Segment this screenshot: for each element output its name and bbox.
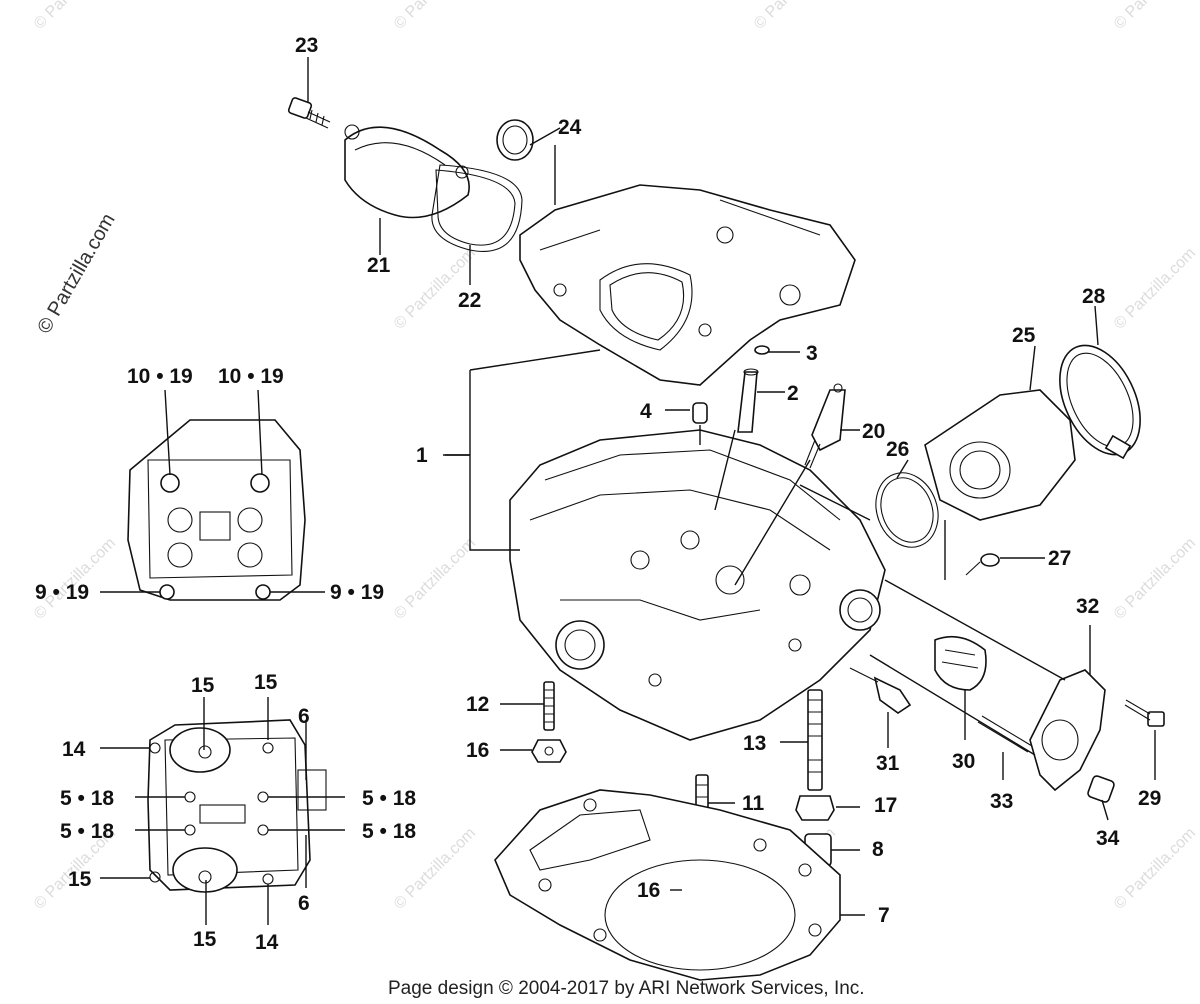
part-29-bolt	[1124, 699, 1165, 727]
callout-16-lower: 16	[637, 879, 660, 902]
watermark: © Partzilla.com	[1111, 535, 1199, 623]
callout-27: 27	[1048, 547, 1071, 570]
callout-3: 3	[806, 342, 818, 365]
callout-5-18-right-1: 5 • 18	[362, 787, 416, 810]
callout-13: 13	[743, 732, 766, 755]
part-4-dowel	[692, 402, 708, 424]
leader-lines	[100, 57, 1156, 925]
callout-10-19-right: 10 • 19	[218, 365, 284, 388]
part-26-o-ring	[875, 472, 939, 548]
part-23-bolt	[287, 97, 331, 129]
part-13-stud	[807, 689, 823, 791]
callout-4: 4	[640, 400, 652, 423]
part-28-clamp	[1059, 344, 1141, 460]
callout-20: 20	[862, 420, 885, 443]
part-25-intake-joint	[924, 389, 1076, 521]
callout-15-top-left: 15	[191, 674, 215, 697]
callout-8: 8	[872, 838, 884, 861]
watermark: © Partzilla.com	[31, 0, 119, 33]
callout-labels: 23 24 21 22 3 2 4 20 1 25 28 26 27 32 12…	[35, 34, 1161, 954]
callout-30: 30	[952, 750, 975, 773]
callout-15-bottom: 15	[193, 928, 217, 951]
watermark: © Partzilla.com	[1111, 245, 1199, 333]
watermark: © Partzilla.com	[751, 0, 839, 33]
part-2-valve-guide	[737, 368, 759, 433]
callout-9-19-right: 9 • 19	[330, 581, 384, 604]
part-7-head-gasket	[494, 789, 841, 981]
callout-16: 16	[466, 739, 489, 762]
callout-25: 25	[1012, 324, 1036, 347]
part-27-screw	[965, 553, 1000, 576]
part-24-plug	[496, 119, 534, 161]
callout-21: 21	[367, 254, 391, 277]
callout-33: 33	[990, 790, 1013, 813]
part-30-thermostat	[934, 635, 987, 691]
callout-12: 12	[466, 693, 489, 716]
callout-14-bottom: 14	[255, 931, 279, 954]
watermark: © Partzilla.com	[1111, 825, 1199, 913]
callout-7: 7	[878, 904, 890, 927]
inset-head-top-view	[127, 419, 306, 601]
watermark: © Partzilla.com	[31, 535, 119, 623]
callout-14-left: 14	[62, 738, 86, 761]
callout-17: 17	[874, 794, 897, 817]
callout-15-top-right: 15	[254, 671, 278, 694]
callout-26: 26	[886, 438, 909, 461]
part-3-clip	[754, 345, 770, 355]
callout-34: 34	[1096, 827, 1120, 850]
callout-1: 1	[416, 444, 428, 467]
part-20-spark-plug	[804, 383, 846, 469]
watermark: © Partzilla.com	[391, 0, 479, 33]
part-1-cylinder-head	[509, 429, 886, 741]
footer-copyright: Page design © 2004-2017 by ARI Network S…	[388, 978, 865, 999]
part-32-thermostat-housing	[1029, 669, 1106, 792]
callout-11: 11	[742, 792, 765, 815]
callout-10-19-left: 10 • 19	[127, 365, 193, 388]
callout-5-18-left-2: 5 • 18	[60, 820, 114, 843]
part-34-collar	[1087, 775, 1115, 803]
callout-31: 31	[876, 752, 900, 775]
part-16-nut-upper	[531, 739, 567, 763]
callout-6-bottom: 6	[298, 892, 310, 915]
callout-2: 2	[787, 382, 799, 405]
part-12-stud	[543, 681, 555, 731]
part-22-gasket	[431, 164, 523, 252]
side-watermark: © Partzilla.com	[33, 210, 119, 338]
callout-5-18-left-1: 5 • 18	[60, 787, 114, 810]
callout-32: 32	[1076, 595, 1099, 618]
callout-9-19-left: 9 • 19	[35, 581, 89, 604]
part-17-nut	[795, 795, 835, 821]
callout-22: 22	[458, 289, 481, 312]
part-21-cover	[344, 124, 470, 219]
watermark: © Partzilla.com	[391, 535, 479, 623]
callout-23: 23	[295, 34, 318, 57]
camshaft-holder	[519, 184, 856, 386]
inset-head-bottom-view	[147, 719, 327, 893]
part-33-stud	[977, 715, 1033, 753]
callout-28: 28	[1082, 285, 1106, 308]
callout-29: 29	[1138, 787, 1161, 810]
callout-15-bottom-left: 15	[68, 868, 92, 891]
callout-5-18-right-2: 5 • 18	[362, 820, 416, 843]
callout-24: 24	[558, 116, 582, 139]
watermark: © Partzilla.com	[1111, 0, 1199, 33]
callout-6-top: 6	[298, 705, 310, 728]
part-31-sensor	[849, 667, 912, 714]
